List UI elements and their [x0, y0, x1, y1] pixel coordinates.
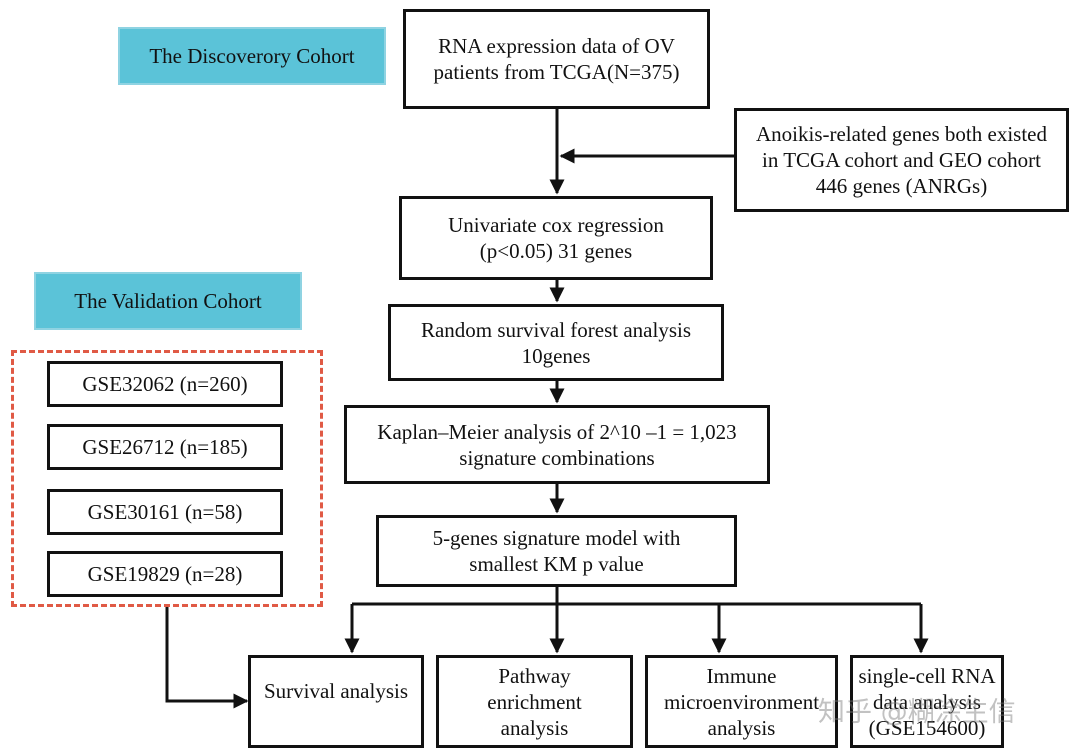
discovery-cohort-label: The Discoverory Cohort [118, 27, 386, 85]
watermark: 知乎 @糊涂生信 [818, 697, 1016, 728]
kaplan-meier-box: Kaplan–Meier analysis of 2^10 –1 = 1,023… [344, 405, 770, 484]
validation-dataset-1-text: GSE32062 (n=260) [82, 372, 248, 396]
validation-dataset-4: GSE19829 (n=28) [47, 551, 283, 597]
immune-microenvironment-text: Immune microenvironment analysis [663, 663, 820, 740]
pathway-enrichment-box: Pathway enrichment analysis [436, 655, 633, 748]
survival-analysis-text: Survival analysis [263, 679, 409, 703]
validation-datasets-group [11, 350, 323, 607]
univariate-cox-text: Univariate cox regression (p<0.05) 31 ge… [448, 213, 664, 263]
discovery-cohort-text: The Discoverory Cohort [149, 43, 355, 68]
signature-model-box: 5-genes signature model with smallest KM… [376, 515, 737, 587]
random-survival-forest-box: Random survival forest analysis 10genes [388, 304, 724, 381]
univariate-cox-box: Univariate cox regression (p<0.05) 31 ge… [399, 196, 713, 280]
anoikis-genes-text: Anoikis-related genes both existed in TC… [755, 122, 1047, 198]
immune-microenvironment-box: Immune microenvironment analysis [645, 655, 838, 748]
signature-model-text: 5-genes signature model with smallest KM… [432, 526, 681, 576]
validation-dataset-3: GSE30161 (n=58) [47, 489, 283, 535]
rna-expression-box: RNA expression data of OV patients from … [403, 9, 710, 109]
single-cell-rna-text: single-cell RNA data analysis (GSE154600… [858, 663, 996, 740]
pathway-enrichment-text: Pathway enrichment analysis [487, 663, 582, 740]
validation-dataset-4-text: GSE19829 (n=28) [87, 562, 243, 586]
arrow-validation-to-survival [165, 607, 249, 709]
validation-dataset-3-text: GSE30161 (n=58) [87, 500, 243, 524]
validation-cohort-text: The Validation Cohort [74, 288, 262, 313]
validation-dataset-2: GSE26712 (n=185) [47, 424, 283, 470]
rna-expression-text: RNA expression data of OV patients from … [433, 34, 680, 84]
validation-dataset-2-text: GSE26712 (n=185) [82, 435, 248, 459]
validation-dataset-1: GSE32062 (n=260) [47, 361, 283, 407]
survival-analysis-box: Survival analysis [248, 655, 424, 748]
anoikis-genes-box: Anoikis-related genes both existed in TC… [734, 108, 1069, 212]
kaplan-meier-text: Kaplan–Meier analysis of 2^10 –1 = 1,023… [377, 419, 737, 470]
validation-cohort-label: The Validation Cohort [34, 272, 302, 330]
single-cell-rna-box: single-cell RNA data analysis (GSE154600… [850, 655, 1004, 748]
random-survival-forest-text: Random survival forest analysis 10genes [420, 317, 692, 368]
